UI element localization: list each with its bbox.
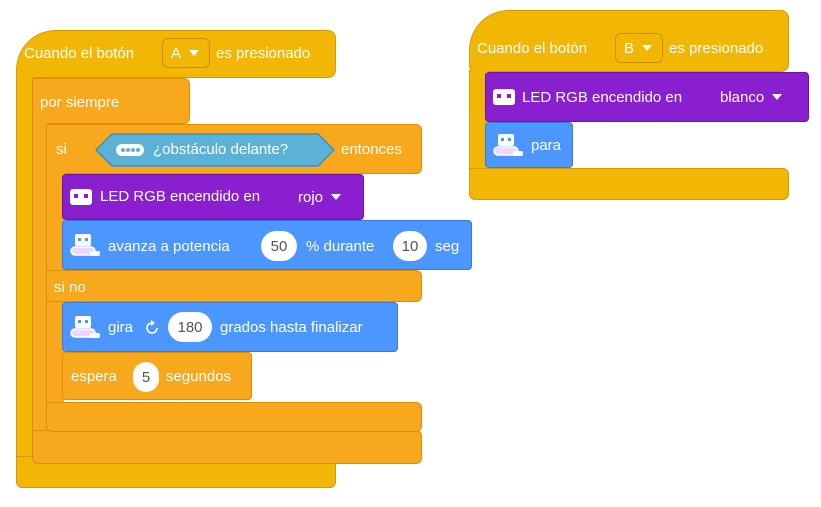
robot-motion-icon [70, 234, 100, 256]
move-time-input[interactable]: 10 [393, 231, 427, 261]
turn-label: gira [108, 319, 134, 336]
chevron-down-icon [772, 94, 783, 100]
robot-face-icon [70, 189, 92, 205]
robot-face-icon [493, 89, 515, 105]
led-a-color-dropdown[interactable]: rojo [290, 182, 358, 212]
button-a-dropdown[interactable]: A [162, 38, 210, 68]
condition-block[interactable] [95, 133, 335, 167]
event-b-suffix: es presionado [669, 40, 764, 57]
turn-block[interactable] [62, 302, 398, 352]
forever-arm [32, 120, 48, 432]
move-label: avanza a potencia [108, 238, 230, 255]
turn-degrees-input[interactable]: 180 [168, 312, 212, 342]
event-stack-b-bottom [469, 168, 789, 200]
then-label: entonces [341, 141, 402, 158]
wait-unit-label: segundos [166, 368, 232, 385]
forever-block[interactable] [32, 78, 190, 124]
chevron-down-icon [189, 50, 200, 56]
rotate-clockwise-icon [146, 320, 158, 334]
sensor-icon [116, 144, 144, 156]
move-mid-label: % durante [306, 238, 375, 255]
event-stack-b-arm [469, 70, 487, 174]
event-a-prefix: Cuando el botón [24, 45, 135, 62]
wait-label: espera [71, 368, 117, 385]
condition-label: ¿obstáculo delante? [153, 141, 289, 158]
stop-label: para [531, 137, 562, 154]
robot-motion-icon [493, 134, 523, 156]
wait-seconds-input[interactable]: 5 [133, 362, 159, 392]
if-label: si [56, 141, 67, 158]
forever-label: por siempre [40, 94, 120, 111]
led-b-label: LED RGB encendido en [522, 89, 683, 106]
turn-suffix-label: grados hasta finalizar [220, 319, 363, 336]
move-unit-label: seg [435, 238, 460, 255]
event-b-prefix: Cuando el botón [477, 40, 588, 57]
button-b-value: B [624, 39, 635, 57]
chevron-down-icon [331, 194, 342, 200]
led-b-color-dropdown[interactable]: blanco [712, 82, 798, 112]
chevron-down-icon [642, 45, 653, 51]
led-a-color-value: rojo [298, 188, 324, 206]
robot-motion-icon [70, 316, 100, 338]
else-label: si no [54, 279, 86, 296]
event-stack-a-arm [16, 74, 34, 466]
move-power-input[interactable]: 50 [261, 231, 297, 261]
event-a-suffix: es presionado [216, 45, 311, 62]
led-b-color-value: blanco [720, 88, 765, 106]
led-a-label: LED RGB encendido en [100, 188, 261, 205]
led-rgb-block-b[interactable] [485, 72, 809, 122]
else-bar [46, 270, 422, 302]
if-else-bottom [46, 402, 422, 432]
button-b-dropdown[interactable]: B [615, 33, 663, 63]
button-a-value: A [171, 44, 182, 62]
forever-bottom [32, 430, 422, 464]
